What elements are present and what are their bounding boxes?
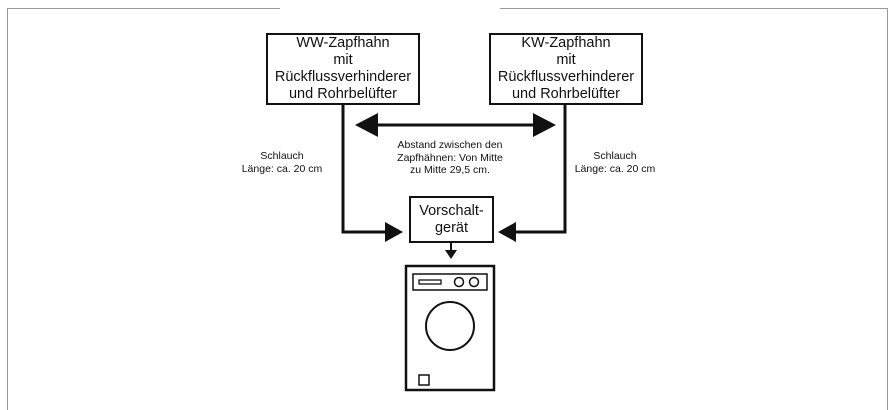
hose-right-arrowhead [498, 222, 516, 242]
distance-label-line2: Zapfhähnen: Von Mitte [397, 151, 503, 164]
kw-tap-box: KW-Zapfhahn mit Rückflussverhinderer und… [489, 33, 643, 105]
kw-tap-line-mit: mit [556, 52, 576, 68]
kw-tap-line-backflow: Rückflussverhinderer [497, 69, 635, 85]
distance-label-line1: Abstand zwischen den [397, 139, 503, 151]
hose-right-label: Schlauch Länge: ca. 20 cm [555, 150, 675, 175]
washing-machine-icon [404, 264, 496, 392]
distance-label: Abstand zwischen den Zapfhähnen: Von Mit… [360, 139, 540, 177]
kw-tap-line-vent: und Rohrbelüfter [511, 86, 620, 102]
distance-arrow-right-head [533, 113, 556, 137]
hose-left-label-line2: Länge: ca. 20 cm [241, 162, 323, 175]
header-gap [280, 0, 500, 12]
ww-tap-title: WW-Zapfhahn [296, 35, 390, 51]
ballast-label-line1: Vorschalt- [419, 202, 484, 219]
kw-tap-title: KW-Zapfhahn [521, 35, 611, 51]
ballast-label-line2: gerät [434, 219, 469, 236]
ww-tap-box: WW-Zapfhahn mit Rückflussverhinderer und… [266, 33, 420, 105]
hose-left-line [341, 103, 385, 234]
hose-left-arrowhead [385, 222, 403, 242]
ww-tap-line-backflow: Rückflussverhinderer [274, 69, 412, 85]
hose-left-label: Schlauch Länge: ca. 20 cm [222, 150, 342, 175]
hose-right-label-line2: Länge: ca. 20 cm [574, 162, 656, 175]
distance-arrow-left-head [355, 113, 378, 137]
hose-right-label-line1: Schlauch [593, 150, 637, 162]
ww-tap-line-mit: mit [333, 52, 353, 68]
ww-tap-line-vent: und Rohrbelüfter [288, 86, 397, 102]
ballast-box: Vorschalt- gerät [409, 196, 494, 243]
hose-left-label-line1: Schlauch [260, 150, 304, 162]
hose-right-line [516, 103, 567, 234]
distance-label-line3: zu Mitte 29,5 cm. [410, 164, 490, 176]
ballast-down-arrowhead [445, 250, 457, 259]
